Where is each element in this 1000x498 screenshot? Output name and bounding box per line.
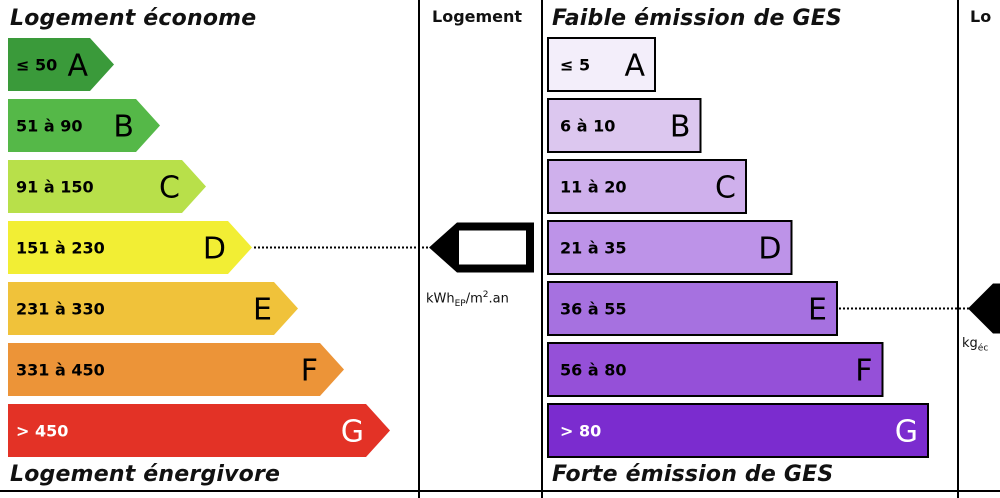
energy-bar-d	[8, 221, 252, 274]
divider-ges-right	[957, 0, 959, 498]
ges-bar-d	[547, 220, 793, 275]
ges-range-a: ≤ 5	[560, 56, 590, 75]
energy-letter-d: D	[203, 232, 226, 267]
ges-bar-c	[547, 159, 747, 214]
energy-bar-g	[8, 404, 390, 457]
ges-letter-b: B	[670, 110, 691, 145]
ges-unit: kgéc	[962, 336, 988, 354]
ges-unit-sub: éc	[977, 343, 989, 354]
energy-bar-e	[8, 282, 298, 335]
unit-main: kWh	[426, 291, 455, 307]
ges-letter-e: E	[808, 293, 827, 328]
ges-range-f: 56 à 80	[560, 361, 626, 380]
ges-unit-main: kg	[962, 336, 978, 351]
unit-tail: /m	[465, 291, 483, 307]
ges-range-c: 11 à 20	[560, 178, 626, 197]
unit-sup: 2	[482, 290, 489, 300]
energy-bar-b	[8, 99, 160, 152]
divider-ges-left	[541, 0, 543, 498]
energy-letter-f: F	[301, 354, 318, 389]
energy-letter-g: G	[341, 415, 364, 450]
energy-bottom-label: Logement énergivore	[10, 462, 281, 487]
energy-range-a: ≤ 50	[16, 56, 57, 75]
energy-column-header: Logement	[432, 7, 523, 26]
unit-sub: EP	[454, 298, 466, 309]
ges-letter-d: D	[758, 232, 781, 267]
ges-letter-a: A	[624, 49, 645, 84]
ges-column-header: Lo	[970, 7, 992, 26]
ges-bar-g	[547, 403, 929, 458]
energy-range-d: 151 à 230	[16, 239, 105, 258]
energy-letter-b: B	[113, 110, 134, 145]
energy-top-label: Logement économe	[10, 6, 257, 31]
bottom-border	[0, 490, 1000, 492]
ges-range-d: 21 à 35	[560, 239, 626, 258]
energy-letter-a: A	[67, 49, 88, 84]
ges-bar-e	[547, 281, 838, 336]
ges-bar-f	[547, 342, 884, 397]
energy-letter-c: C	[159, 171, 180, 206]
ges-bar-a	[547, 37, 656, 92]
energy-range-c: 91 à 150	[16, 178, 94, 197]
ges-letter-f: F	[855, 354, 872, 389]
energy-unit: kWhEP/m2.an	[426, 290, 509, 309]
energy-bar-c	[8, 160, 206, 213]
ges-bottom-label: Forte émission de GES	[552, 462, 834, 487]
ges-letter-c: C	[715, 171, 736, 206]
unit-end: .an	[488, 291, 509, 307]
ges-range-g: > 80	[560, 422, 601, 441]
divider-energy-right	[418, 0, 420, 498]
energy-range-g: > 450	[16, 422, 68, 441]
energy-range-f: 331 à 450	[16, 361, 105, 380]
energy-range-b: 51 à 90	[16, 117, 82, 136]
ges-top-label: Faible émission de GES	[552, 6, 842, 31]
ges-range-b: 6 à 10	[560, 117, 615, 136]
ges-bar-b	[547, 98, 702, 153]
ges-letter-g: G	[895, 415, 918, 450]
energy-marker-box	[459, 230, 526, 265]
energy-bar-f	[8, 343, 344, 396]
ges-marker-arrow	[968, 283, 1000, 334]
energy-letter-e: E	[253, 293, 272, 328]
energy-range-e: 231 à 330	[16, 300, 105, 319]
energy-bar-a	[8, 38, 114, 91]
ges-range-e: 36 à 55	[560, 300, 626, 319]
